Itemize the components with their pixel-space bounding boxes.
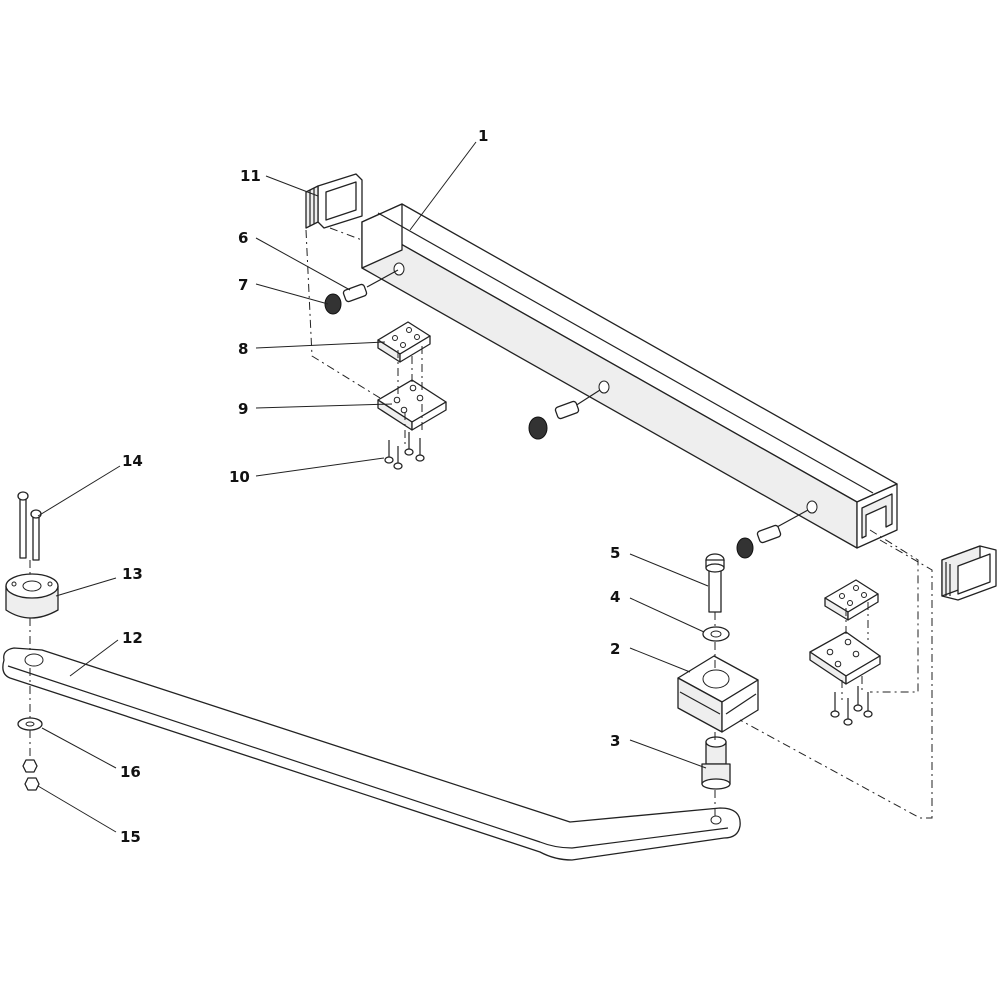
callout-6: 6 (238, 229, 248, 247)
part-15-nut (22, 759, 40, 791)
callout-11: 11 (240, 167, 261, 185)
callout-16: 16 (120, 763, 141, 781)
callout-10: 10 (229, 468, 250, 486)
part-9-bottom-plate-left (377, 379, 447, 431)
callout-9: 9 (238, 400, 248, 418)
bottom-plate-right (809, 631, 881, 685)
part-13-hub (5, 573, 59, 619)
callout-2: 2 (610, 640, 620, 658)
callout-5: 5 (610, 544, 620, 562)
knob-bolt-upper (324, 269, 399, 315)
part-14-bolts (17, 491, 42, 561)
part-8-top-plate-left (377, 321, 431, 363)
part-12-arm (2, 647, 741, 861)
knob-bolt-middle (528, 389, 601, 440)
callout-3: 3 (610, 732, 620, 750)
part-2-bearing-block (677, 655, 759, 733)
part-4-washer (702, 626, 730, 642)
callouts: 1 2 3 4 5 6 7 8 9 10 11 12 13 14 15 16 (120, 127, 620, 846)
part-10-screws-left (384, 432, 425, 470)
callout-8: 8 (238, 340, 248, 358)
part-11-end-cap-left (305, 173, 363, 229)
callout-13: 13 (122, 565, 143, 583)
screws-right (830, 686, 873, 726)
part-16-washer (17, 717, 43, 731)
part-3-bushing (701, 736, 731, 790)
callout-15: 15 (120, 828, 141, 846)
part-11-end-cap-right (941, 545, 997, 601)
callout-1: 1 (478, 127, 488, 145)
knob-bolt-lower (736, 509, 809, 559)
callout-12: 12 (122, 629, 143, 647)
top-plate-right (824, 579, 879, 621)
part-5-bolt (705, 553, 725, 613)
part-1-square-tube (361, 203, 898, 549)
callout-7: 7 (238, 276, 248, 294)
callout-4: 4 (610, 588, 620, 606)
leader-lines (37, 141, 709, 833)
callout-14: 14 (122, 452, 143, 470)
assembly-lines (29, 227, 933, 819)
